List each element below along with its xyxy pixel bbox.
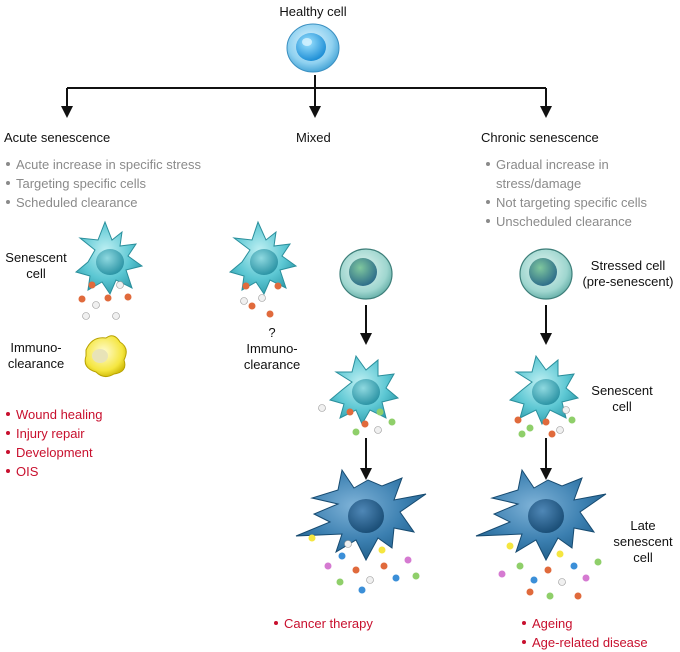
chronic-features-list: Gradual increase in stress/damage Not ta…	[486, 155, 647, 231]
list-item: Unscheduled clearance	[486, 212, 647, 231]
late-senescent-cell-label: Late senescent cell	[613, 518, 673, 565]
late-senescent-cell-mixed-illustration	[295, 468, 427, 594]
acute-senescent-cell-label: Senescent cell	[5, 250, 67, 281]
list-item: Development	[6, 443, 103, 462]
stressed-cell-mixed-illustration	[339, 248, 393, 300]
list-item: Targeting specific cells	[6, 174, 201, 193]
chronic-senescence-title: Chronic senescence	[481, 130, 599, 145]
late-senescent-cell-chronic-illustration	[475, 468, 607, 600]
senescent-cell-mixed-illustration	[228, 220, 298, 318]
list-item: Cancer therapy	[274, 614, 373, 633]
senescent-cell-mixed-mid-illustration	[318, 354, 400, 436]
immune-cell-illustration	[84, 335, 127, 378]
list-item: Acute increase in specific stress	[6, 155, 201, 174]
list-item: OIS	[6, 462, 103, 481]
acute-immunoclearance-label: Immuno- clearance	[7, 340, 65, 371]
senescent-cell-chronic-mid-illustration	[508, 354, 580, 438]
list-item: Gradual increase in	[486, 155, 647, 174]
stressed-cell-label: Stressed cell (pre-senescent)	[582, 258, 674, 289]
list-item: Wound healing	[6, 405, 103, 424]
tree-arrowheads	[61, 106, 552, 118]
list-item: Ageing	[522, 614, 648, 633]
senescent-cell-acute-illustration	[74, 220, 144, 320]
list-item: Not targeting specific cells	[486, 193, 647, 212]
healthy-cell-label: Healthy cell	[279, 4, 347, 19]
arrow-chronic-1	[540, 305, 552, 345]
arrow-mixed-1	[360, 305, 372, 345]
list-item: Scheduled clearance	[6, 193, 201, 212]
tree-connector	[66, 75, 547, 108]
arrow-chronic-2	[540, 438, 552, 480]
stressed-cell-chronic-illustration	[519, 248, 573, 300]
healthy-cell-illustration	[286, 23, 340, 73]
list-item: Injury repair	[6, 424, 103, 443]
acute-features-list: Acute increase in specific stress Target…	[6, 155, 201, 212]
acute-senescence-title: Acute senescence	[4, 130, 111, 145]
list-item: Age-related disease	[522, 633, 648, 652]
acute-outcomes-list: Wound healing Injury repair Development …	[6, 405, 103, 481]
chronic-outcomes-list: Ageing Age-related disease	[522, 614, 648, 652]
chronic-senescent-cell-label: Senescent cell	[591, 383, 653, 414]
mixed-title: Mixed	[296, 130, 331, 145]
mixed-outcomes-list: Cancer therapy	[274, 614, 373, 633]
mixed-immunoclearance-label: ? Immuno- clearance	[243, 325, 301, 372]
arrow-mixed-2	[360, 438, 372, 480]
list-item: stress/damage	[496, 176, 582, 191]
